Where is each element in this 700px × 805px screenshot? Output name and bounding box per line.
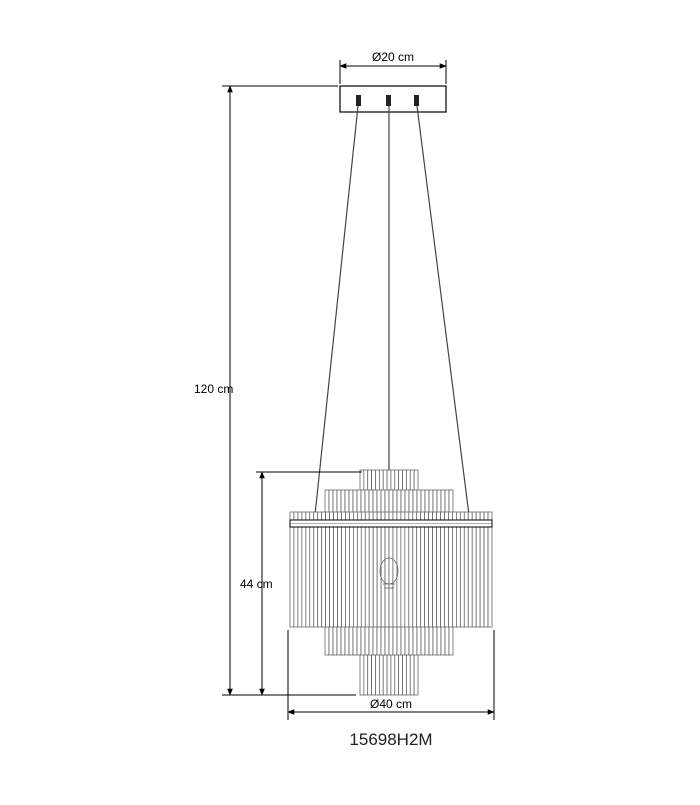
glass-rod — [337, 511, 342, 628]
body-height-label: 44 cm — [240, 577, 273, 591]
body-diameter-label: Ø40 cm — [369, 697, 412, 711]
dimension-canopy-diameter — [339, 60, 447, 84]
glass-rod — [444, 511, 449, 628]
glass-rod — [424, 511, 429, 628]
glass-rod — [384, 511, 390, 628]
glass-rod — [412, 511, 418, 628]
mounting-ring — [289, 519, 493, 528]
glass-rod — [345, 511, 350, 628]
glass-rod — [353, 511, 358, 628]
glass-rod — [364, 511, 370, 628]
glass-rod — [416, 511, 422, 628]
glass-rod — [333, 511, 338, 628]
glass-rod — [400, 511, 406, 628]
glass-rod — [289, 511, 295, 628]
glass-rod — [428, 511, 433, 628]
model-number: 15698H2M — [349, 730, 433, 749]
light-bulb — [379, 557, 399, 589]
glass-rod — [349, 511, 354, 628]
cable-clamp — [414, 95, 419, 106]
glass-rod — [329, 511, 334, 628]
glass-rod — [452, 511, 457, 628]
dimension-total-height — [222, 85, 356, 696]
glass-rod — [388, 511, 394, 628]
glass-rod — [380, 511, 386, 628]
glass-rod — [321, 511, 327, 628]
glass-rod — [408, 511, 414, 628]
suspension-wire — [416, 105, 470, 516]
glass-rod — [432, 511, 437, 628]
glass-rod — [356, 511, 362, 628]
cable-clamp — [356, 95, 361, 106]
dimension-body-diameter — [287, 630, 495, 720]
glass-rod — [479, 511, 485, 628]
glass-rod — [305, 511, 311, 628]
glass-rod — [436, 511, 441, 628]
glass-rod — [396, 511, 402, 628]
glass-rod — [341, 511, 346, 628]
suspension-wires — [314, 105, 470, 516]
glass-rod — [487, 511, 493, 628]
glass-rod — [309, 511, 315, 628]
glass-rod — [392, 511, 398, 628]
chandelier-body — [289, 469, 493, 696]
glass-rod — [301, 511, 307, 628]
glass-rod — [376, 511, 382, 628]
glass-rod — [368, 511, 374, 628]
suspension-wire — [314, 105, 359, 516]
glass-rod — [360, 511, 366, 628]
glass-rod — [467, 511, 473, 628]
glass-rod — [456, 511, 461, 628]
glass-rod — [325, 511, 330, 628]
glass-rod — [459, 511, 465, 628]
glass-rod — [440, 511, 445, 628]
total-height-label: 120 cm — [194, 382, 234, 396]
ceiling-canopy — [339, 85, 447, 113]
glass-rod — [404, 511, 410, 628]
glass-rod — [483, 511, 489, 628]
glass-rod — [313, 511, 319, 628]
glass-rod — [463, 511, 469, 628]
glass-rod — [420, 511, 426, 628]
glass-rod — [471, 511, 477, 628]
canopy-diameter-label: Ø20 cm — [371, 50, 414, 64]
glass-rod — [293, 511, 299, 628]
glass-rod — [475, 511, 481, 628]
glass-rod — [448, 511, 453, 628]
cable-clamp — [386, 95, 391, 106]
glass-rod — [297, 511, 303, 628]
dimension-body-height — [256, 471, 362, 696]
glass-rod — [317, 511, 323, 628]
glass-rod — [372, 511, 378, 628]
